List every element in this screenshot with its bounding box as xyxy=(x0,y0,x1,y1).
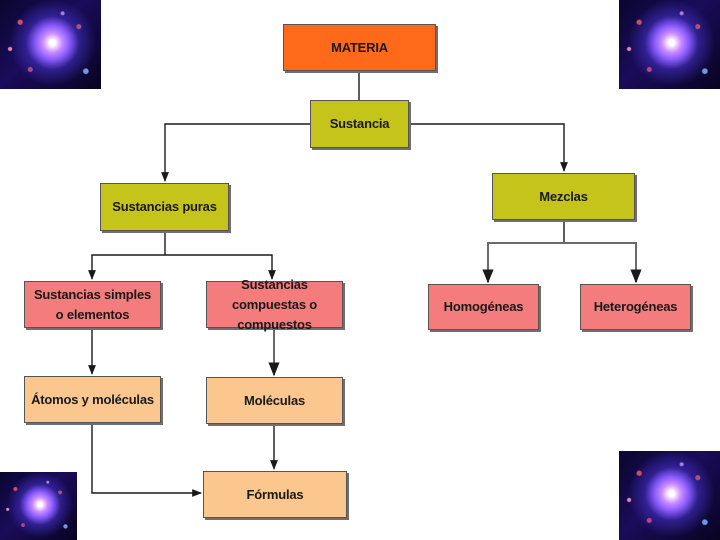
arrow-mezclas-homogeneas xyxy=(482,242,564,284)
node-mezclas-label: Mezclas xyxy=(539,188,588,204)
node-moleculas-label: Moléculas xyxy=(243,392,306,408)
node-moleculas: Moléculas xyxy=(206,377,343,424)
galaxy-image-top-left xyxy=(0,0,101,89)
node-heterogeneas: Heterogéneas xyxy=(580,284,691,330)
node-sustancias-puras: Sustancias puras xyxy=(100,183,229,231)
node-formulas-label: Fórmulas xyxy=(246,486,304,502)
arrow-puras-simples xyxy=(88,254,165,280)
node-atomos-moleculas-label: Átomos y moléculas xyxy=(31,391,154,407)
node-homogeneas-label: Homogéneas xyxy=(443,299,524,314)
arrow-sustancia-puras xyxy=(161,123,310,182)
node-sustancias-compuestas: Sustancias compuestas o compuestos xyxy=(206,277,343,332)
node-homogeneas: Homogéneas xyxy=(428,284,539,330)
galaxy-image-bottom-right xyxy=(619,451,720,540)
arrow-puras-compuestas xyxy=(165,254,276,280)
arrow-atomos-formulas xyxy=(91,423,202,497)
node-heterogeneas-label: Heterogéneas xyxy=(593,299,678,314)
node-materia-label: MATERIA xyxy=(331,39,388,55)
arrow-sustancia-mezclas xyxy=(409,123,568,172)
arrow-mezclas-heterogeneas xyxy=(564,242,642,284)
node-sustancia-label: Sustancia xyxy=(329,116,390,131)
node-sustancias-puras-label: Sustancias puras xyxy=(112,199,217,214)
node-sustancias-compuestas-label: Sustancias compuestas o compuestos xyxy=(231,276,317,332)
node-materia: MATERIA xyxy=(283,24,436,71)
galaxy-image-top-right xyxy=(619,0,720,89)
node-sustancias-simples-label: Sustancias simples o elementos xyxy=(33,286,152,322)
galaxy-image-bottom-left xyxy=(0,472,77,540)
node-sustancia: Sustancia xyxy=(310,100,409,148)
node-atomos-moleculas: Átomos y moléculas xyxy=(24,376,161,423)
node-sustancias-simples: Sustancias simples o elementos xyxy=(24,281,161,328)
node-mezclas: Mezclas xyxy=(492,173,635,220)
node-formulas: Fórmulas xyxy=(203,471,347,518)
